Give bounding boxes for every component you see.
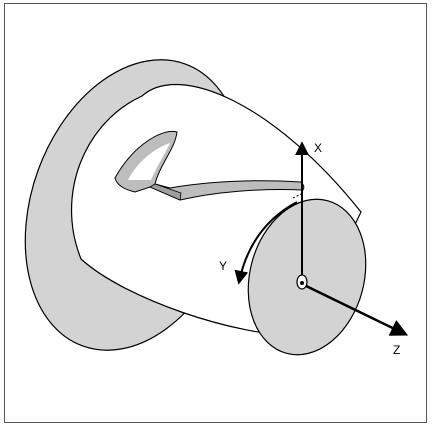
- origin-dot: [300, 281, 304, 285]
- z-axis-line: [301, 282, 409, 336]
- y-rotation-arrow: [234, 201, 298, 285]
- x-axis-label: X: [314, 141, 322, 155]
- slot-inner-wall: [149, 183, 182, 201]
- cylinder-end-face: [247, 198, 367, 356]
- y-arrow-dash: [292, 193, 302, 199]
- y-axis-label: Y: [219, 259, 227, 273]
- slot-floor-highlight: [128, 143, 170, 180]
- diagram-frame: X Y Z: [4, 3, 427, 423]
- z-axis-label: Z: [393, 343, 400, 357]
- cylinder-axes-diagram: X Y Z: [24, 59, 409, 357]
